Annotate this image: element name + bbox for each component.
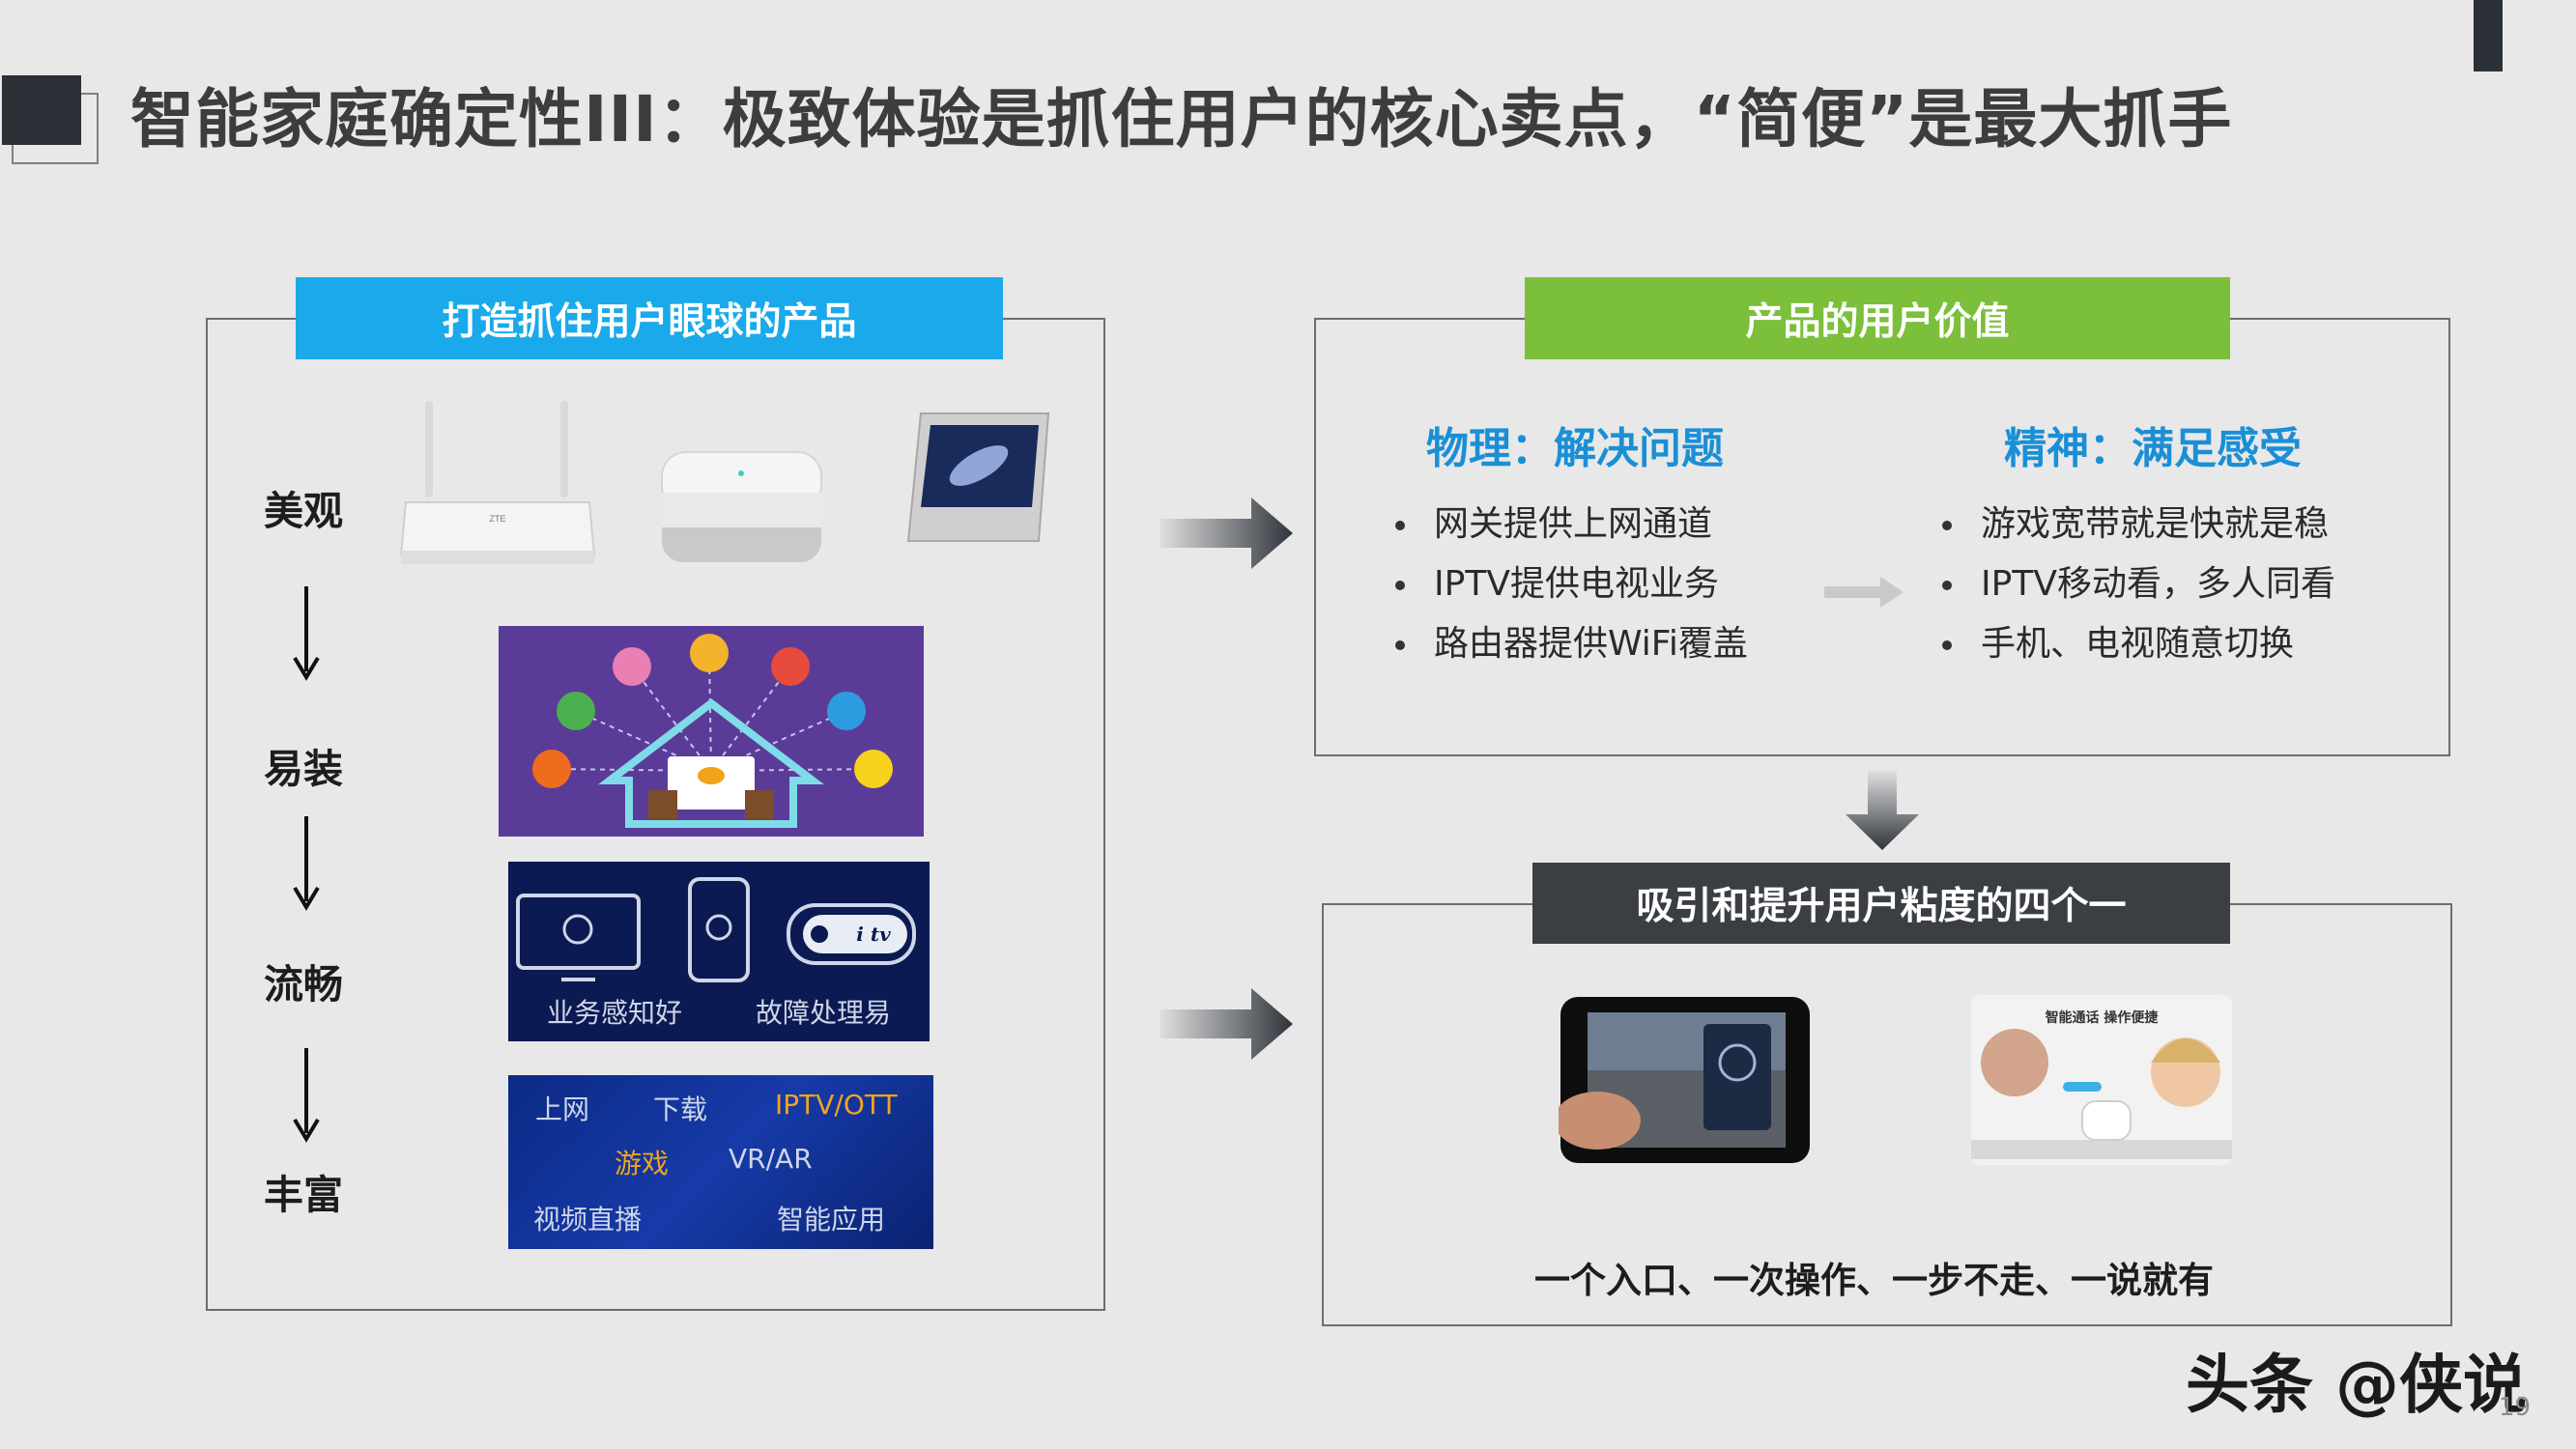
family-video-call-image: 智能通话 操作便捷	[1971, 995, 2232, 1165]
page-title: 智能家庭确定性III：极致体验是抓住用户的核心卖点，“简便”是最大抓手	[130, 82, 2233, 156]
feature-label-beautiful: 美观	[264, 488, 343, 534]
smart-screen-image	[906, 412, 1050, 542]
content-services-panel: 上网 下载 IPTV/OTT 游戏 VR/AR 视频直播 智能应用	[508, 1075, 933, 1249]
feature-label-easy-install: 易装	[264, 746, 343, 792]
content-label-games: 游戏	[615, 1148, 670, 1179]
service-label-perception: 业务感知好	[547, 997, 683, 1029]
list-item: 路由器提供WiFi覆盖	[1395, 614, 1748, 674]
user-value-banner: 产品的用户价值	[1525, 277, 2230, 359]
stickiness-banner: 吸引和提升用户粘度的四个一	[1532, 863, 2230, 944]
content-label-live-video: 视频直播	[533, 1204, 643, 1236]
page-number: 19	[2499, 1393, 2532, 1422]
physical-value-heading: 物理：解决问题	[1426, 424, 1724, 473]
list-item: IPTV提供电视业务	[1395, 554, 1748, 614]
right-arrow-icon	[1159, 988, 1293, 1060]
down-arrow-icon	[293, 816, 320, 911]
smart-speaker-image	[661, 451, 822, 562]
right-arrow-icon	[1824, 577, 1903, 608]
four-ones-summary: 一个入口、一次操作、一步不走、一说就有	[1534, 1260, 2214, 1301]
content-label-download: 下载	[653, 1094, 708, 1125]
feature-label-smooth: 流畅	[264, 961, 343, 1008]
spiritual-value-heading: 精神：满足感受	[2004, 424, 2302, 473]
down-arrow-icon	[293, 1048, 320, 1143]
router-brand-text: ZTE	[490, 514, 506, 524]
product-section-banner: 打造抓住用户眼球的产品	[296, 277, 1003, 359]
phone-control-image	[1559, 997, 1810, 1163]
content-label-iptv: IPTV/OTT	[775, 1089, 898, 1121]
router-image: ZTE	[399, 401, 596, 564]
down-arrow-icon	[293, 586, 320, 681]
corner-decoration-bar	[2474, 0, 2503, 71]
right-arrow-icon	[1159, 497, 1293, 569]
service-experience-panel: i tv 业务感知好 故障处理易	[508, 862, 930, 1041]
list-item: 网关提供上网通道	[1395, 495, 1748, 554]
content-label-internet: 上网	[535, 1094, 590, 1125]
smart-home-illustration	[499, 626, 924, 837]
list-item: 游戏宽带就是快就是稳	[1942, 495, 2335, 554]
feature-label-rich: 丰富	[264, 1172, 343, 1218]
list-item: IPTV移动看，多人同看	[1942, 554, 2335, 614]
title-decoration-square	[2, 75, 81, 145]
down-arrow-icon	[1846, 771, 1919, 850]
content-label-vr: VR/AR	[729, 1143, 813, 1175]
physical-value-list: 网关提供上网通道 IPTV提供电视业务 路由器提供WiFi覆盖	[1395, 495, 1748, 674]
content-label-smart-apps: 智能应用	[777, 1204, 886, 1236]
itv-badge: i tv	[856, 923, 891, 946]
family-image-caption: 智能通话 操作便捷	[2045, 1009, 2160, 1026]
list-item: 手机、电视随意切换	[1942, 614, 2335, 674]
watermark: 头条 @侠说	[2186, 1348, 2527, 1422]
service-label-troubleshoot: 故障处理易	[756, 997, 892, 1029]
spiritual-value-list: 游戏宽带就是快就是稳 IPTV移动看，多人同看 手机、电视随意切换	[1942, 495, 2335, 674]
